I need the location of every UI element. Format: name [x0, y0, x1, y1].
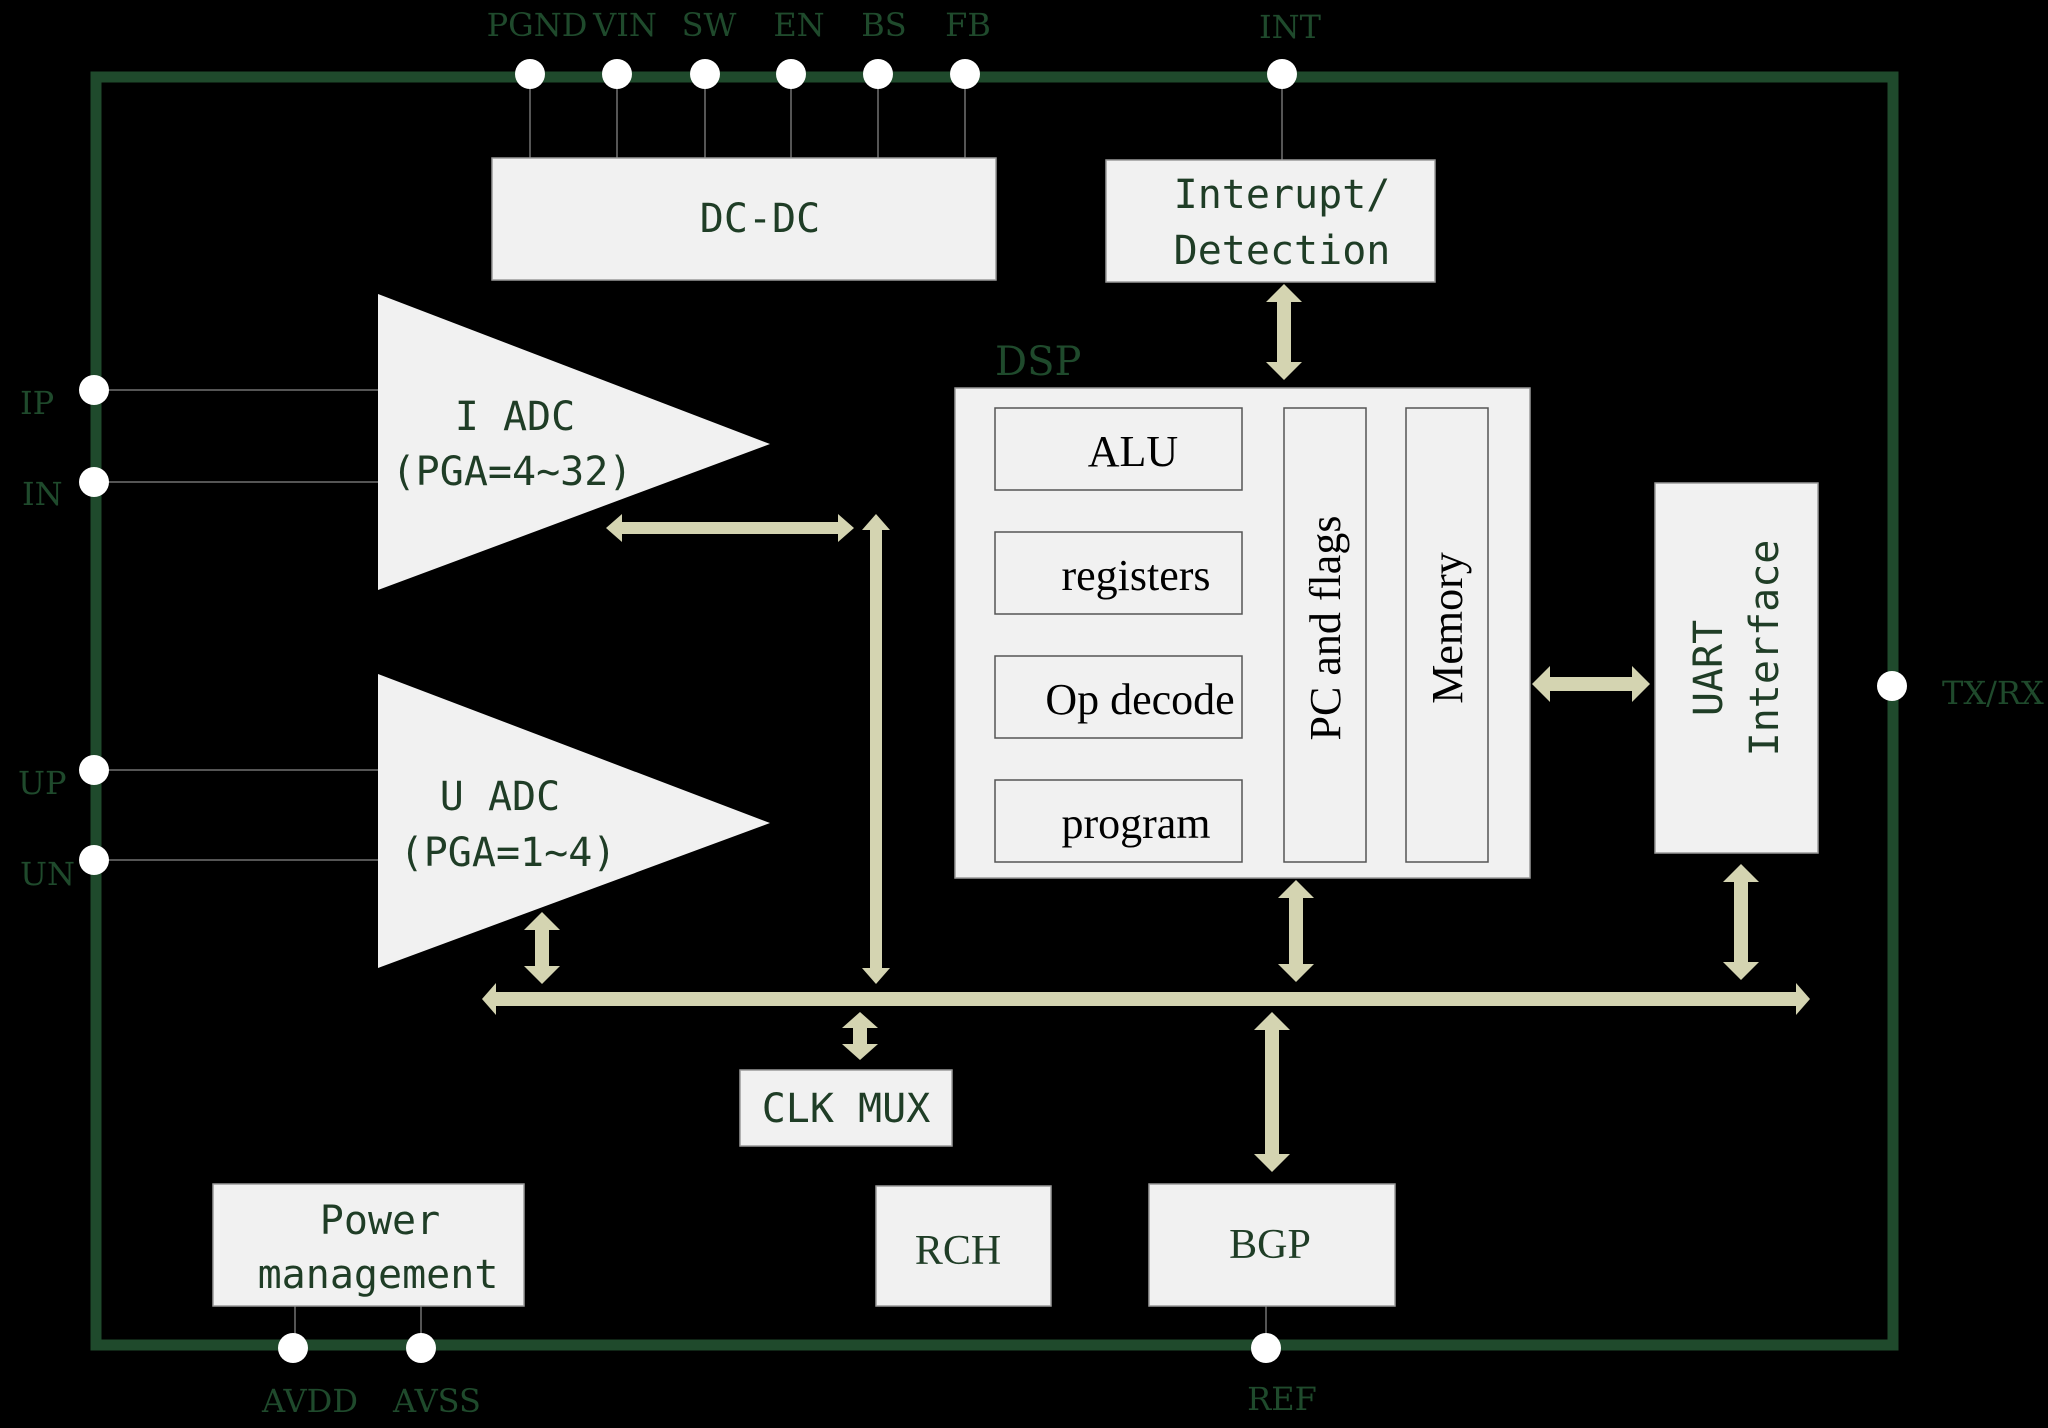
pin-int [1267, 59, 1297, 89]
pin-fb [950, 59, 980, 89]
op-decode-block [994, 655, 1243, 739]
u-adc-amplifier [378, 674, 770, 968]
program-block [994, 779, 1243, 863]
rch-label: RCH [915, 1228, 1001, 1274]
interrupt-label-line1: Interupt/ [1174, 172, 1391, 218]
dsp-uart-bus [1532, 666, 1650, 702]
rch-block [875, 1185, 1052, 1307]
i-adc-bus [606, 514, 854, 542]
op-decode-label: Op decode [1045, 675, 1234, 724]
i-adc-label-line2: (PGA=4~32) [392, 449, 633, 495]
bgp-label: BGP [1229, 1222, 1311, 1268]
pin-un [79, 845, 109, 875]
pin-label-int: INT [1259, 8, 1322, 46]
registers-block [994, 531, 1243, 615]
pins [79, 59, 1907, 1363]
pin-label-bs: BS [861, 6, 906, 44]
pin-label-en: EN [773, 6, 824, 44]
pc-flags-block [1283, 407, 1367, 863]
pc-flags-label: PC and flags [1301, 516, 1350, 741]
alu-block [994, 407, 1243, 491]
pin-label-un: UN [20, 855, 75, 893]
u-adc-label-line1: U ADC [440, 774, 560, 820]
pin-label-vin: VIN [592, 6, 657, 44]
chip-outline [90, 71, 1899, 1351]
u-adc-bus [524, 912, 560, 984]
memory-label: Memory [1423, 552, 1472, 704]
clk-mux-block [739, 1069, 953, 1147]
pin-label-up: UP [18, 764, 67, 802]
dsp-bus [1278, 880, 1314, 982]
alu-label: ALU [1088, 427, 1178, 476]
clk-mux-bus [842, 1012, 878, 1060]
pin-ip [79, 375, 109, 405]
pin-label-ref: REF [1247, 1380, 1317, 1418]
clk-mux-label: CLK MUX [762, 1086, 931, 1132]
left-pin-wires [96, 389, 378, 861]
adc-vertical-bus [862, 514, 890, 984]
pin-label-ip: IP [20, 384, 54, 422]
pin-label-in: IN [22, 475, 63, 513]
i-adc-amplifier [378, 294, 770, 590]
top-pin-wires [529, 74, 1283, 160]
uart-block [1654, 482, 1819, 854]
bus-arrows [482, 284, 1810, 1172]
interrupt-detection-block [1105, 159, 1436, 283]
pin-en [776, 59, 806, 89]
pin-avss [406, 1333, 436, 1363]
power-management-block [212, 1183, 525, 1307]
pin-in [79, 467, 109, 497]
u-adc-label-line2: (PGA=1~4) [400, 830, 617, 876]
power-label-line1: Power [320, 1198, 440, 1244]
i-adc-label-line1: I ADC [455, 394, 575, 440]
interrupt-dsp-bus [1266, 284, 1302, 380]
uart-bus [1723, 864, 1759, 980]
pin-txrx [1877, 671, 1907, 701]
pin-pgnd [515, 59, 545, 89]
pin-up [79, 755, 109, 785]
registers-label: registers [1061, 551, 1210, 600]
dcdc-block [491, 157, 997, 281]
pin-sw [690, 59, 720, 89]
pin-label-sw: SW [682, 6, 737, 44]
dsp-title: DSP [995, 339, 1081, 385]
pin-label-avdd: AVDD [261, 1382, 358, 1420]
dcdc-label: DC-DC [700, 196, 820, 242]
pin-label-pgnd: PGND [487, 6, 588, 44]
pin-vin [602, 59, 632, 89]
program-label: program [1061, 799, 1210, 848]
pin-label-txrx: TX/RX [1942, 674, 2044, 712]
bgp-block [1148, 1183, 1396, 1307]
power-label-line2: management [258, 1252, 499, 1298]
pin-label-avss: AVSS [392, 1382, 481, 1420]
memory-block [1405, 407, 1489, 863]
bgp-bus [1254, 1012, 1290, 1172]
interrupt-label-line2: Detection [1174, 228, 1391, 274]
main-bus [482, 983, 1810, 1015]
pin-labels: PGND VIN SW EN BS FB INT IP IN UP UN TX/… [18, 6, 2044, 1420]
pin-label-fb: FB [945, 6, 991, 44]
pin-ref [1251, 1333, 1281, 1363]
uart-label-line2: Interface [1742, 540, 1788, 757]
pin-avdd [278, 1333, 308, 1363]
pin-bs [863, 59, 893, 89]
uart-label-line1: UART [1686, 620, 1732, 716]
